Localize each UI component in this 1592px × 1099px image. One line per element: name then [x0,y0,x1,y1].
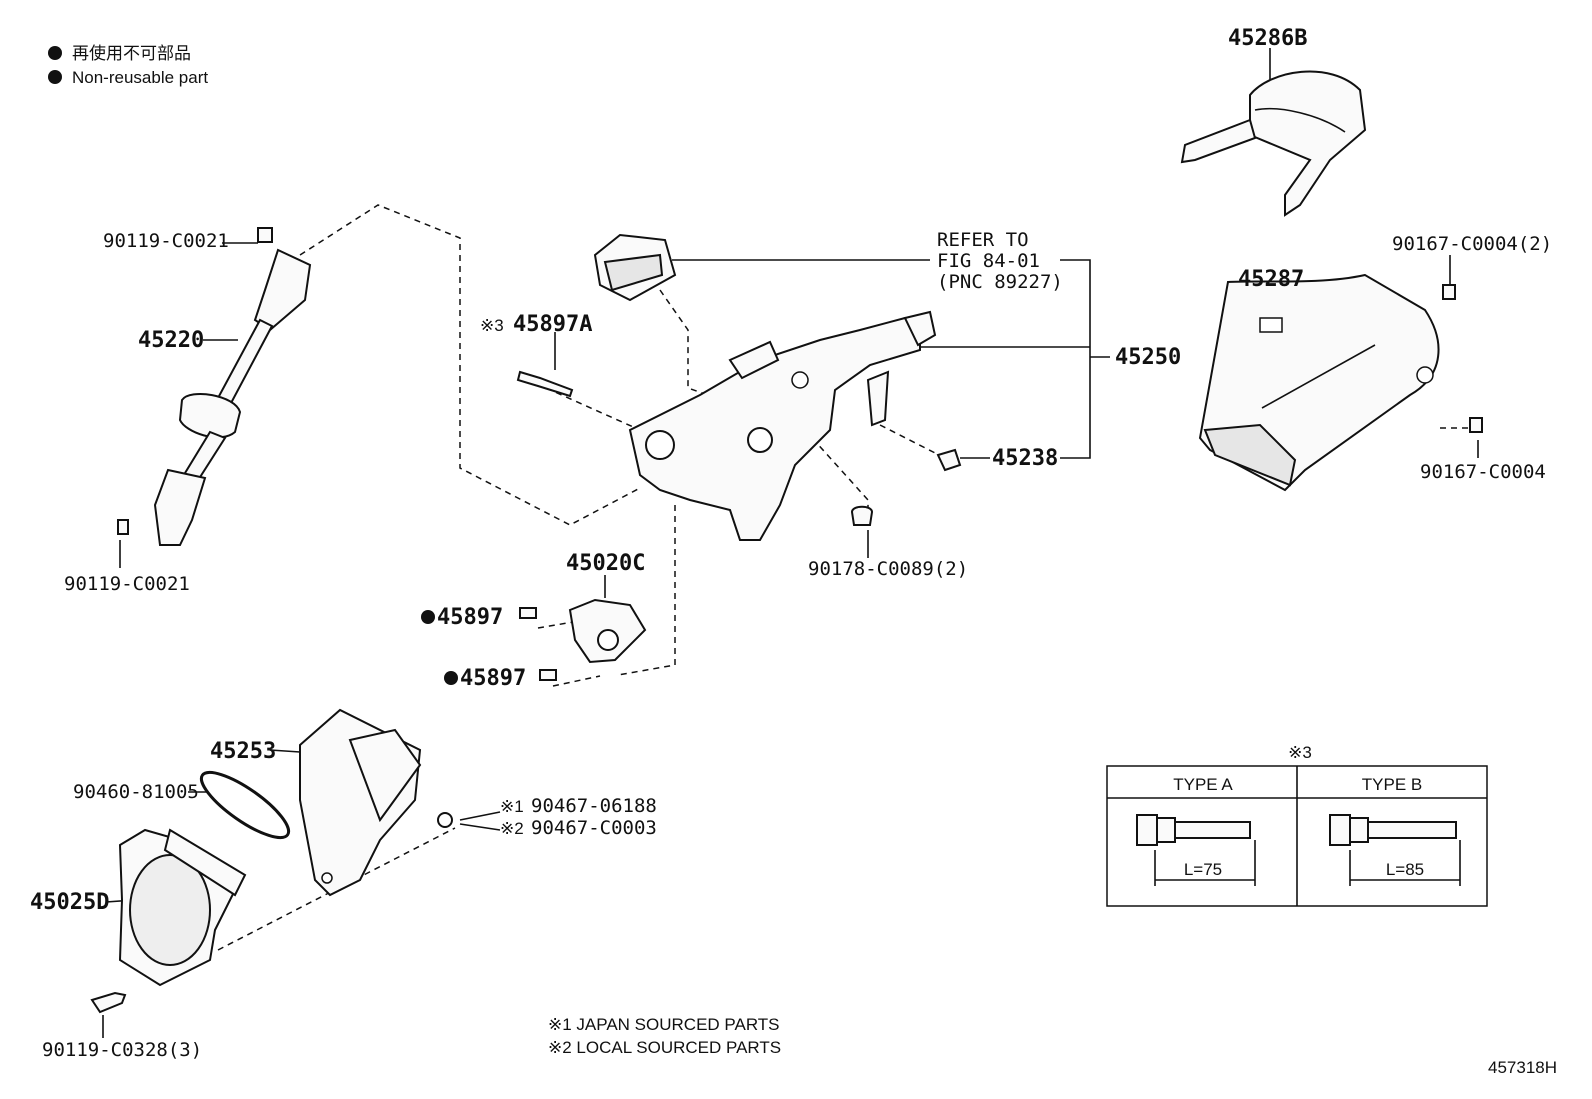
label-90119-C0021-bottom: 90119-C0021 [64,573,190,595]
refer-to-line-2: FIG 84-01 [937,250,1040,272]
intermediate-shaft [117,227,312,546]
refer-to-line-3: (PNC 89227) [937,271,1063,293]
type-a-length: L=75 [1184,860,1222,879]
leader-lines [102,48,1479,1038]
label-90178-C0089: 90178-C0089(2) [808,558,968,580]
label-45897A: 45897A [513,312,592,337]
label-45238: 45238 [992,446,1058,471]
label-45220: 45220 [138,328,204,353]
label-90167-C0004-2: 90167-C0004(2) [1392,233,1552,255]
label-45250: 45250 [1115,345,1181,370]
steering-shield [299,708,422,897]
figure-id: 457318H [1488,1058,1557,1077]
footnote-japan-sourced: ※1 JAPAN SOURCED PARTS [548,1015,780,1034]
label-45897-lower: 45897 [460,666,526,691]
bolt-type-table: ※3 TYPE A TYPE B L=75 L=85 [1106,743,1488,907]
label-45020C: 45020C [566,551,645,576]
non-reusable-bullet-icon [48,70,62,84]
refer-to-line-1: REFER TO [937,229,1029,251]
label-45287: 45287 [1238,267,1304,292]
lower-column-cover [1198,273,1440,492]
column-bracket [568,598,647,664]
label-90467-C0003: 90467-C0003 [531,817,657,839]
part-number-labels: 45286B 90119-C0021 45220 90119-C0021 REF… [30,26,1557,1077]
label-90119-C0021-top: 90119-C0021 [103,230,229,252]
label-mark-1: ※1 [500,797,524,816]
upper-column-cover [1180,70,1367,217]
label-45025D: 45025D [30,890,109,915]
label-90460-81005: 90460-81005 [73,781,199,803]
steering-column-assembly [628,310,937,541]
label-mark-3: ※3 [480,316,504,335]
legend-japanese-text: 再使用不可部品 [72,43,191,63]
type-a-header: TYPE A [1173,775,1233,794]
type-b-length: L=85 [1386,860,1424,879]
type-table-mark: ※3 [1288,743,1312,762]
label-45286B: 45286B [1228,26,1307,51]
label-90167-C0004: 90167-C0004 [1420,461,1546,483]
fasteners [90,284,1483,1014]
gasket-ring [199,770,291,840]
connector-module [593,233,677,302]
label-45253: 45253 [210,739,276,764]
label-45897-upper: 45897 [437,605,503,630]
non-reusable-bullet-icon [421,610,435,624]
non-reusable-bullet-icon [48,46,62,60]
non-reusable-bullet-icon [444,671,458,685]
column-hole-cover [118,828,247,987]
label-mark-2: ※2 [500,819,524,838]
label-90119-C0328: 90119-C0328(3) [42,1039,202,1061]
legend-english-text: Non-reusable part [72,68,208,87]
footnote-local-sourced: ※2 LOCAL SOURCED PARTS [548,1038,781,1057]
legend: 再使用不可部品 Non-reusable part [48,43,208,87]
type-b-header: TYPE B [1362,775,1422,794]
label-90467-06188: 90467-06188 [531,795,657,817]
